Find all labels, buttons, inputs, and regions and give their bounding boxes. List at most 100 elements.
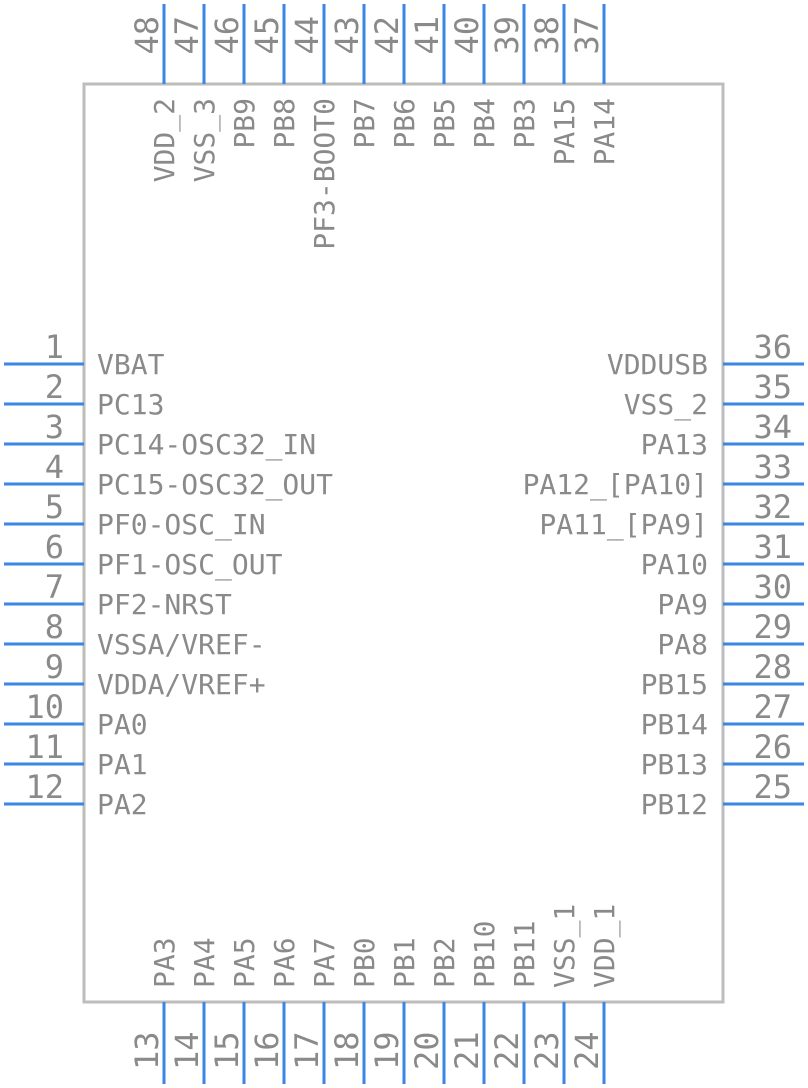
pin-number: 44: [288, 16, 326, 55]
pin-number: 10: [25, 688, 64, 726]
pin-label: PB3: [508, 98, 541, 149]
pin-label: PA11_[PA9]: [539, 508, 708, 542]
pin-number: 37: [568, 16, 606, 55]
pin-number: 31: [753, 528, 792, 566]
pin-number: 17: [288, 1031, 326, 1070]
pin-number: 5: [45, 488, 64, 526]
pin-label: PC14-OSC32_IN: [97, 428, 316, 462]
pin-label: PA10: [641, 548, 708, 581]
pin-label: PB2: [428, 937, 461, 988]
pin-number: 29: [753, 608, 792, 646]
pin-label: PB4: [468, 98, 501, 149]
pin-number: 7: [45, 568, 64, 606]
pin-label: PF0-OSC_IN: [97, 508, 266, 542]
pin-number: 30: [753, 568, 792, 606]
pin-label: VBAT: [97, 348, 165, 381]
pin-number: 16: [248, 1031, 286, 1070]
pin-number: 19: [368, 1031, 406, 1070]
pin-label: PA0: [97, 708, 148, 741]
pin-number: 34: [753, 408, 792, 446]
pin-label: PA1: [97, 748, 148, 781]
pin-number: 13: [128, 1031, 166, 1070]
pin-number: 35: [753, 368, 792, 406]
pin-label: VDDA/VREF+: [97, 668, 266, 701]
pin-number: 11: [25, 728, 64, 766]
pin-label: PC15-OSC32_OUT: [97, 468, 333, 502]
pin-number: 27: [753, 688, 792, 726]
pin-label: PA14: [588, 98, 621, 165]
pin-label: PA4: [188, 937, 221, 988]
pin-label: VSSA/VREF-: [97, 628, 266, 661]
pin-number: 41: [408, 16, 446, 55]
pin-number: 43: [328, 16, 366, 55]
pin-number: 48: [128, 16, 166, 55]
pin-number: 6: [45, 528, 64, 566]
pin-label: PA9: [657, 588, 708, 621]
pin-label: PB0: [348, 937, 381, 988]
pin-label: VSS_2: [624, 388, 708, 422]
pin-label: PB12: [641, 788, 708, 821]
pin-label: PA5: [228, 937, 261, 988]
pin-number: 20: [408, 1031, 446, 1070]
pin-label: VDDUSB: [607, 348, 708, 381]
pin-label: PB9: [228, 98, 261, 149]
pin-label: PF1-OSC_OUT: [97, 548, 283, 582]
pin-number: 23: [528, 1031, 566, 1070]
pin-label: PB1: [388, 937, 421, 988]
pin-number: 33: [753, 448, 792, 486]
pin-number: 24: [568, 1031, 606, 1070]
pin-19: 19 PB1: [368, 937, 421, 1084]
pin-number: 9: [45, 648, 64, 686]
pin-number: 28: [753, 648, 792, 686]
pin-number: 45: [248, 16, 286, 55]
pin-number: 39: [488, 16, 526, 55]
pin-number: 8: [45, 608, 64, 646]
pin-label: VDD_2: [148, 98, 182, 182]
pin-number: 2: [45, 368, 64, 406]
pin-label: PA8: [657, 628, 708, 661]
pin-label: PF3-BOOT0: [308, 98, 341, 250]
pin-number: 47: [168, 16, 206, 55]
pin-label: VSS_1: [548, 904, 582, 988]
pin-label: PB13: [641, 748, 708, 781]
pin-number: 38: [528, 16, 566, 55]
pin-label: PC13: [97, 388, 164, 421]
pin-label: PB14: [641, 708, 708, 741]
pin-number: 3: [45, 408, 64, 446]
pin-label: PA2: [97, 788, 148, 821]
